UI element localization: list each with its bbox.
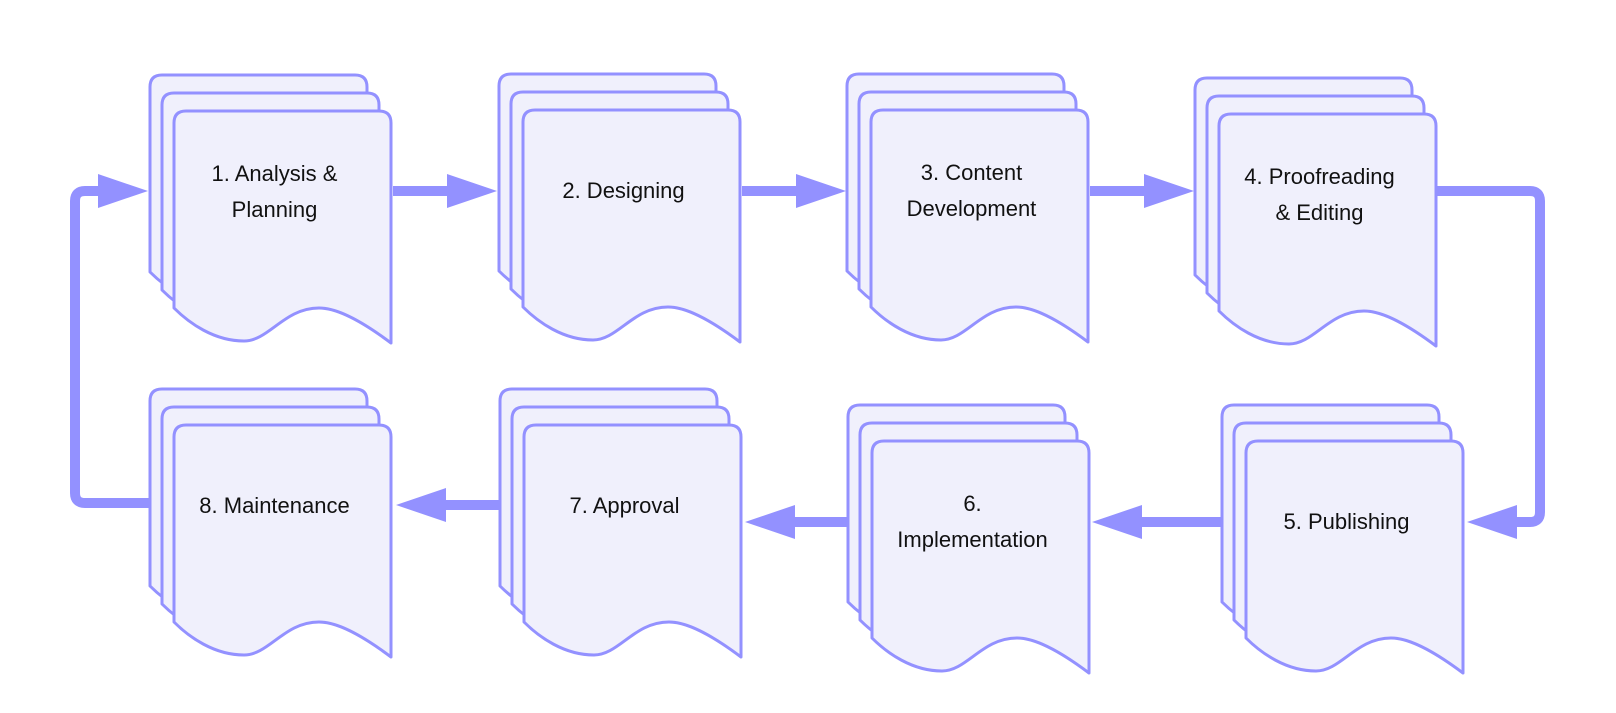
document-front-sheet xyxy=(869,108,1090,344)
step-label-line: 4. Proofreading xyxy=(1244,164,1394,189)
process-step-6: 6. Implementation xyxy=(846,403,1091,675)
document-front-sheet xyxy=(521,108,742,344)
step-label-line: 5. Publishing xyxy=(1284,509,1410,534)
connector-8-1 xyxy=(70,174,150,508)
document-front-sheet xyxy=(522,423,743,659)
step-label: 1. Analysis & Planning xyxy=(212,161,338,222)
step-label-line: Planning xyxy=(232,197,318,222)
document-front-sheet xyxy=(870,439,1091,675)
step-label: 8. Maintenance xyxy=(199,493,349,518)
arrowhead-icon xyxy=(447,174,497,208)
arrowhead-icon xyxy=(396,488,446,522)
step-label-line: 6. xyxy=(963,491,981,516)
step-label-line: 7. Approval xyxy=(569,493,679,518)
process-step-7: 7. Approval xyxy=(498,387,743,659)
arrowhead-icon xyxy=(1144,174,1194,208)
arrowhead-icon xyxy=(796,174,846,208)
nodes-layer: 1. Analysis & Planning 2. Designing 3. Cont… xyxy=(148,72,1465,675)
connectors-layer xyxy=(70,174,1545,539)
step-label-line: 3. Content xyxy=(921,160,1023,185)
arrowhead-icon xyxy=(1092,505,1142,539)
document-front-sheet xyxy=(1244,439,1465,675)
connector-line xyxy=(1437,186,1545,527)
step-label: 4. Proofreading & Editing xyxy=(1244,164,1394,225)
arrowhead-icon xyxy=(98,174,148,208)
connector-3-4 xyxy=(1090,174,1194,208)
connector-2-3 xyxy=(742,174,846,208)
process-step-4: 4. Proofreading & Editing xyxy=(1193,76,1438,348)
step-label-line: 1. Analysis & xyxy=(212,161,338,186)
process-step-5: 5. Publishing xyxy=(1220,403,1465,675)
step-label-line: 8. Maintenance xyxy=(199,493,349,518)
step-label-line: 2. Designing xyxy=(562,178,684,203)
connector-line xyxy=(70,186,150,508)
document-front-sheet xyxy=(1217,112,1438,348)
process-step-8: 8. Maintenance xyxy=(148,387,393,659)
connector-6-7 xyxy=(745,505,848,539)
connector-7-8 xyxy=(396,488,500,522)
step-label: 6. Implementation xyxy=(897,491,1047,552)
step-label-line: Development xyxy=(907,196,1037,221)
step-label-line: & Editing xyxy=(1275,200,1363,225)
step-label: 7. Approval xyxy=(569,493,679,518)
arrowhead-icon xyxy=(1467,505,1517,539)
document-front-sheet xyxy=(172,423,393,659)
document-front-sheet xyxy=(172,109,393,345)
process-step-2: 2. Designing xyxy=(497,72,742,344)
connector-5-6 xyxy=(1092,505,1222,539)
arrowhead-icon xyxy=(745,505,795,539)
step-label: 5. Publishing xyxy=(1284,509,1410,534)
connector-1-2 xyxy=(393,174,497,208)
connector-4-5 xyxy=(1437,186,1545,539)
process-step-1: 1. Analysis & Planning xyxy=(148,73,393,345)
step-label-line: Implementation xyxy=(897,527,1047,552)
step-label: 2. Designing xyxy=(562,178,684,203)
